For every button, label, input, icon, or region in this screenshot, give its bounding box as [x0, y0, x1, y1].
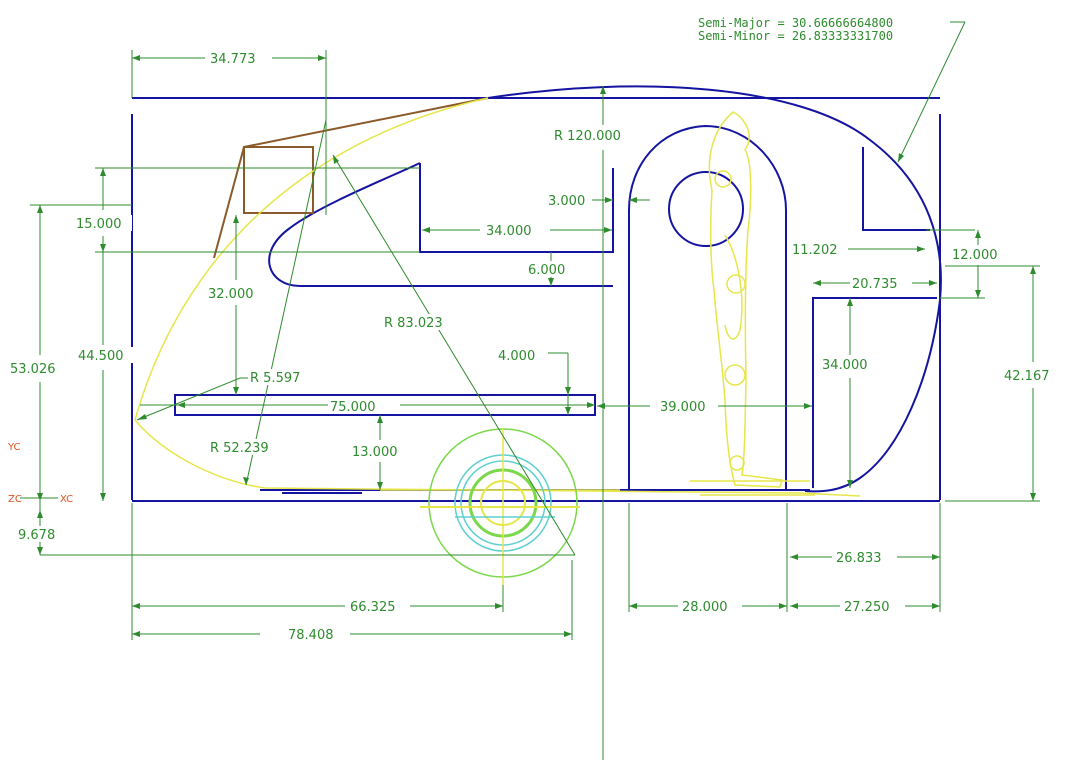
dim-r52239: R 52.239 [210, 441, 269, 456]
figure-joint-4 [729, 455, 745, 471]
dimension-arrows [37, 55, 1036, 637]
dim-39000: 39.000 [660, 400, 706, 415]
dim-r5597: R 5.597 [250, 371, 300, 386]
door-window-circle [668, 171, 744, 247]
reference-line-lower [213, 146, 245, 259]
dim-3000: 3.000 [548, 194, 585, 209]
cabinet-upper [862, 147, 930, 231]
dim-26833: 26.833 [836, 551, 882, 566]
dim-20735: 20.735 [852, 277, 898, 292]
dim-44500: 44.500 [78, 349, 124, 364]
human-figure [708, 111, 783, 488]
axis-triad: YC ZC XC [7, 442, 73, 505]
dimension-labels: 34.773 R 120.000 3.000 15.000 34.000 6.0… [8, 50, 1064, 643]
rear-ellipse-profile [487, 85, 942, 493]
dim-27250: 27.250 [844, 600, 890, 615]
semi-minor-label: Semi-Minor = 26.83333331700 [698, 29, 893, 43]
dim-4000: 4.000 [498, 349, 535, 364]
axis-label-yc: YC [7, 442, 21, 453]
dim-34000-window: 34.000 [486, 224, 532, 239]
axis-label-xc: XC [60, 494, 73, 505]
dim-75000: 75.000 [330, 400, 376, 415]
dim-r120: R 120.000 [554, 129, 621, 144]
cabinet-lower [812, 297, 937, 488]
dim-15000: 15.000 [76, 217, 122, 232]
dim-9678: 9.678 [18, 528, 55, 543]
reference-box [243, 146, 314, 214]
figure-joint-2 [726, 274, 746, 294]
window-shape [268, 162, 614, 287]
door-arch [628, 124, 787, 490]
figure-arm [724, 234, 743, 340]
axis-label-zc: ZC [8, 494, 22, 505]
dimension-lines [30, 21, 1040, 760]
dim-13000: 13.000 [352, 445, 398, 460]
dim-34000-cabinet: 34.000 [822, 358, 868, 373]
dim-r83023: R 83.023 [384, 316, 443, 331]
dim-28000: 28.000 [682, 600, 728, 615]
dim-11202: 11.202 [792, 243, 838, 258]
dim-6000: 6.000 [528, 263, 565, 278]
dim-12000: 12.000 [952, 248, 998, 263]
brown-reference-geometry [213, 97, 489, 259]
dim-32000: 32.000 [208, 287, 254, 302]
dim-34773: 34.773 [210, 52, 256, 67]
dim-53026: 53.026 [10, 362, 56, 377]
reference-line-upper [243, 97, 489, 148]
dim-42167: 42.167 [1004, 369, 1050, 384]
ellipse-annotation: Semi-Major = 30.66666664800 Semi-Minor =… [698, 16, 893, 43]
figure-joint-3 [724, 364, 746, 386]
semi-major-label: Semi-Major = 30.66666664800 [698, 16, 893, 30]
dim-66325: 66.325 [350, 600, 396, 615]
dim-78408: 78.408 [288, 628, 334, 643]
figure-joint-1 [714, 170, 732, 188]
wheel-assembly [420, 428, 580, 585]
